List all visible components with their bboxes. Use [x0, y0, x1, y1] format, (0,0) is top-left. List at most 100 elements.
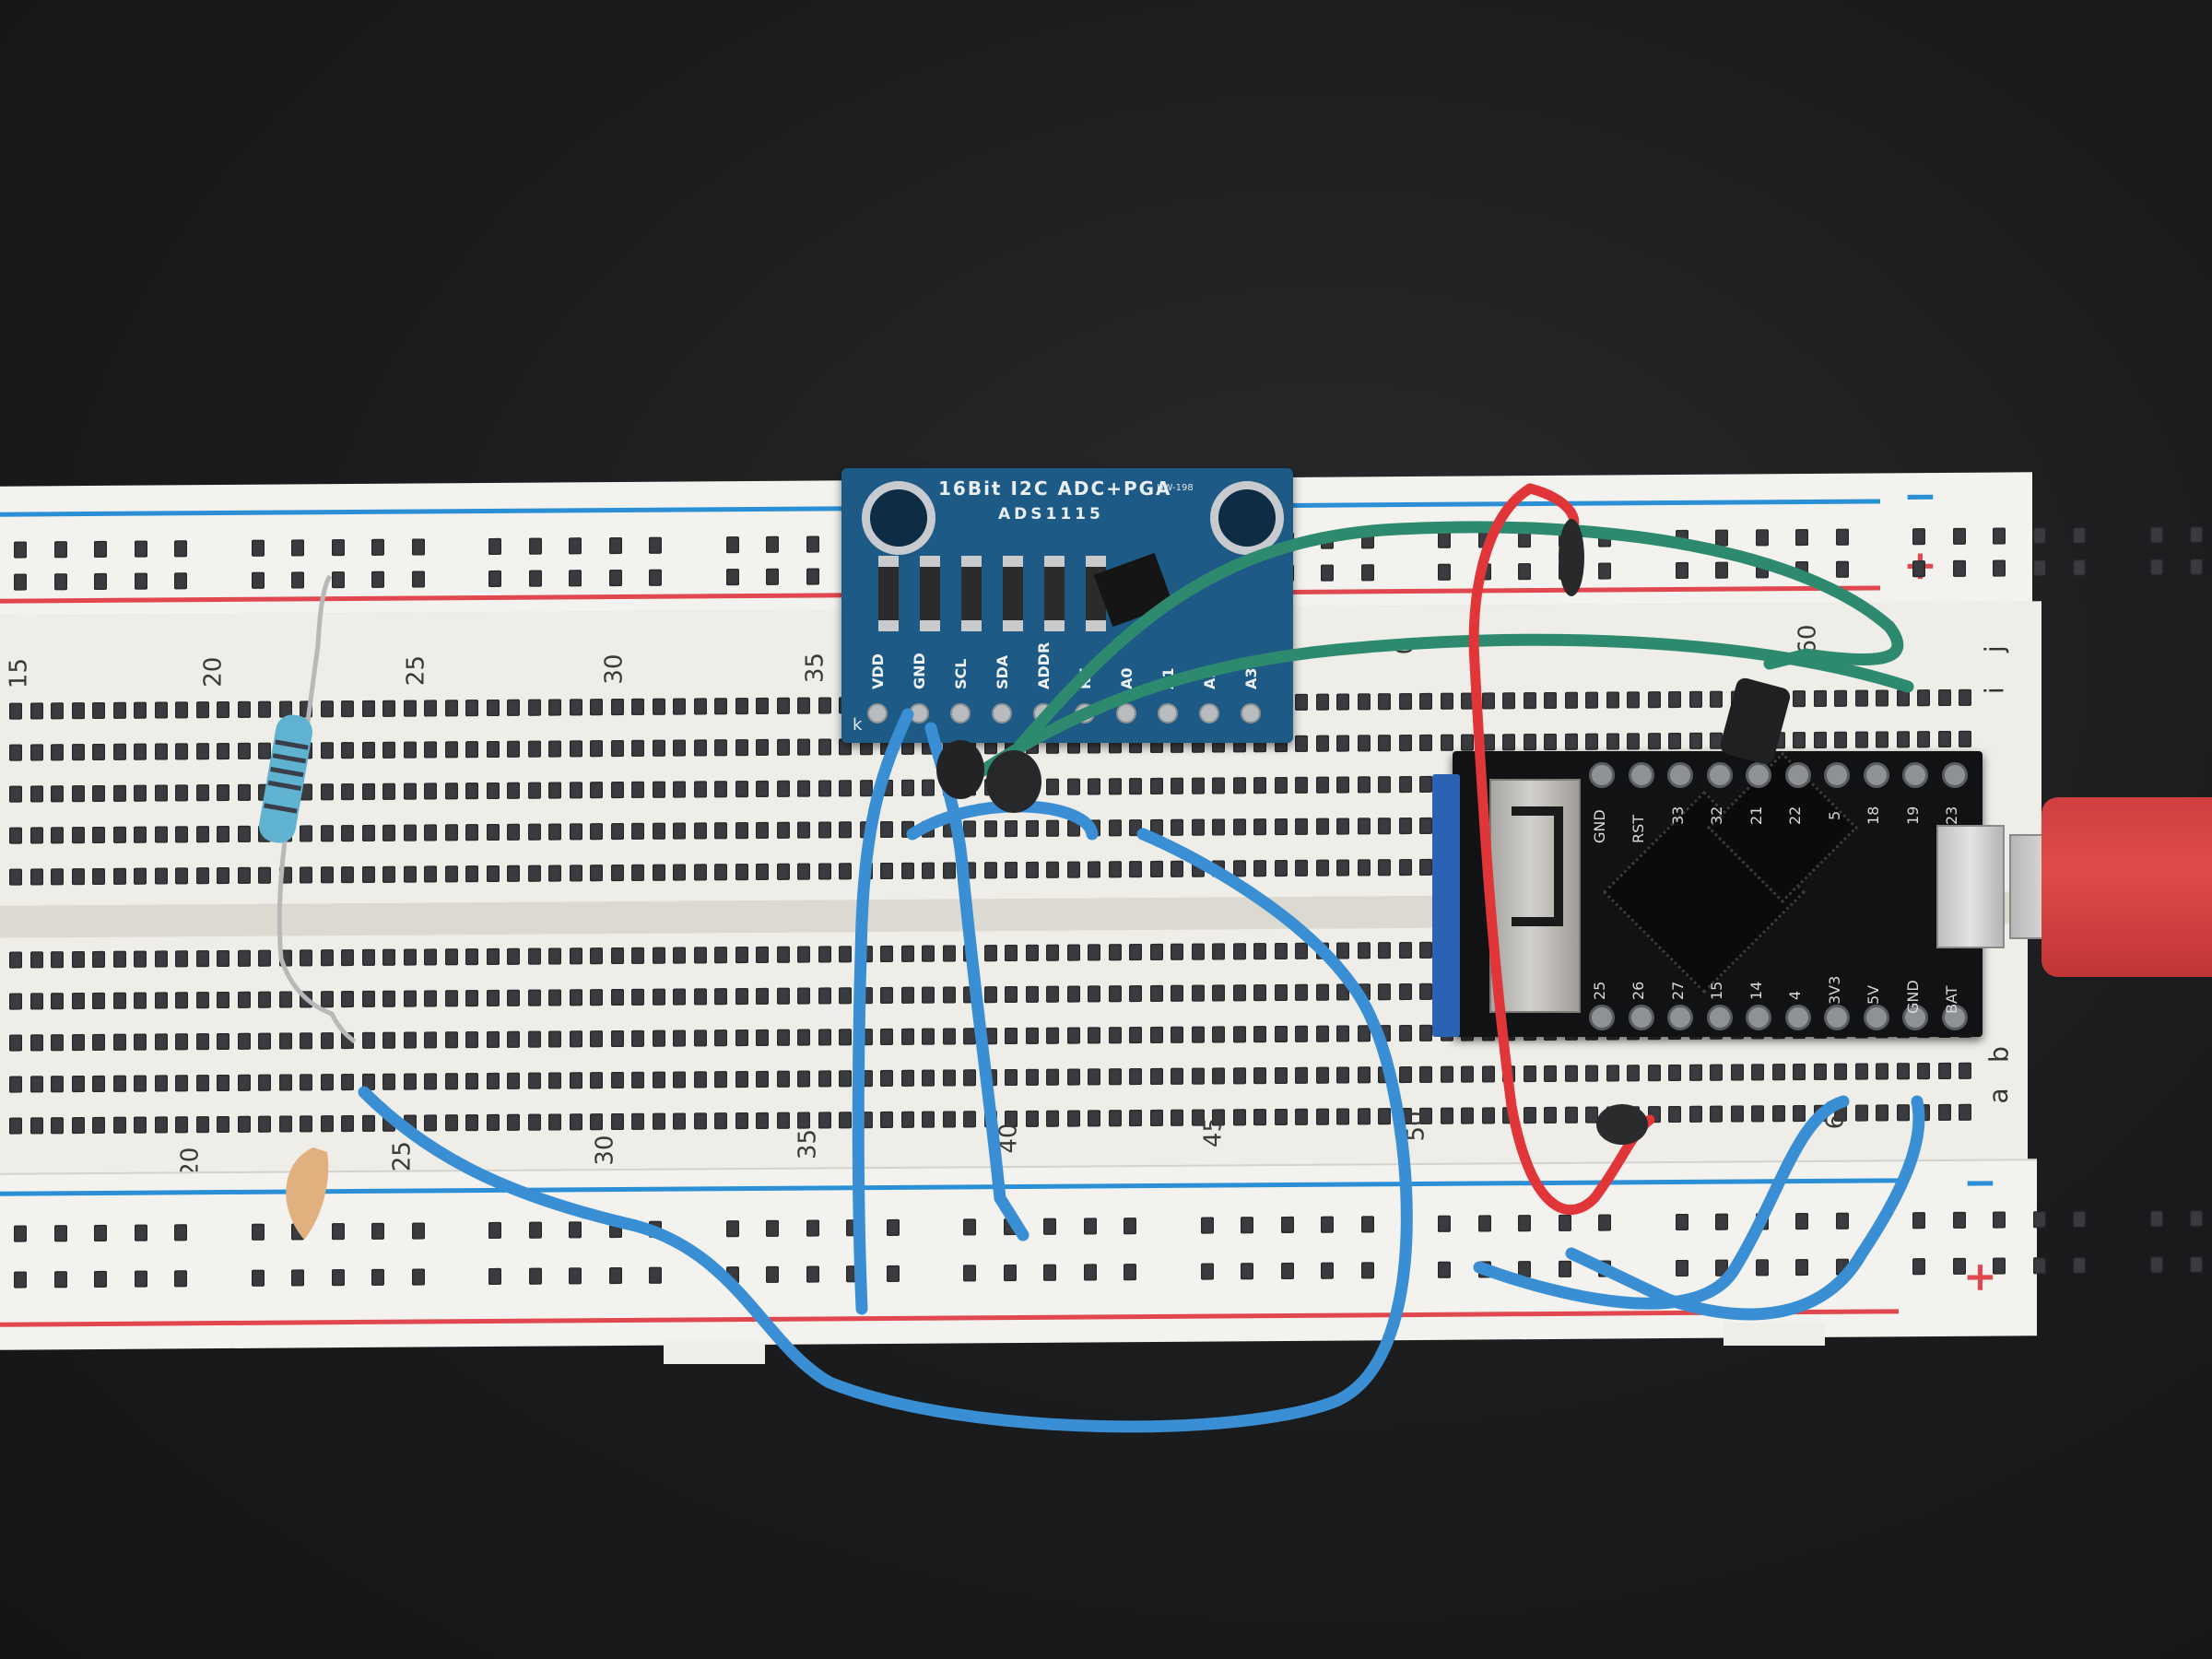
breadboard-hole: [486, 1030, 500, 1048]
breadboard-hole: [900, 986, 914, 1004]
breadboard-hole: [1295, 1066, 1308, 1084]
breadboard-hole: [2032, 559, 2046, 577]
breadboard-hole: [53, 1271, 67, 1288]
breadboard-hole: [1854, 1063, 1868, 1080]
breadboard-hole: [1523, 1065, 1536, 1083]
breadboard-hole: [237, 866, 251, 884]
breadboard-hole: [486, 740, 500, 759]
breadboard-hole: [507, 1113, 520, 1131]
breadboard-hole: [1066, 778, 1080, 795]
breadboard-hole: [1315, 776, 1329, 794]
breadboard-hole: [1129, 861, 1142, 878]
breadboard-hole: [1212, 943, 1225, 960]
breadboard-hole: [1751, 1105, 1764, 1123]
breadboard-hole: [1043, 1264, 1056, 1281]
pin-label-a2: A2: [1201, 667, 1218, 689]
breadboard-hole: [1066, 861, 1080, 878]
breadboard-hole: [1043, 1218, 1056, 1235]
breadboard-hole: [14, 541, 27, 559]
breadboard-hole: [797, 863, 810, 880]
breadboard-hole: [818, 1112, 831, 1129]
breadboard-hole: [1253, 777, 1266, 794]
breadboard-hole: [839, 863, 852, 880]
breadboard-hole: [403, 1114, 417, 1132]
esp-pin-label: 3V3: [1826, 975, 1843, 1005]
breadboard-hole: [1952, 527, 1966, 545]
breadboard-hole: [1253, 1026, 1266, 1043]
breadboard-hole: [175, 992, 188, 1009]
row-number: 40: [994, 1123, 1023, 1154]
breadboard-hole: [134, 572, 147, 590]
breadboard-hole: [1191, 777, 1205, 794]
breadboard-hole: [1518, 1261, 1531, 1278]
breadboard-hole: [1606, 1065, 1619, 1082]
breadboard-hole: [1108, 1110, 1122, 1127]
breadboard-hole: [1959, 1062, 1971, 1079]
breadboard-hole: [610, 699, 624, 716]
breadboard-hole: [112, 826, 126, 843]
breadboard-hole: [1212, 777, 1225, 794]
breadboard-hole: [300, 949, 312, 967]
breadboard-hole: [1129, 1110, 1142, 1127]
breadboard-hole: [652, 739, 665, 757]
breadboard-hole: [1502, 692, 1515, 710]
breadboard-hole: [1710, 690, 1723, 708]
breadboard-hole: [465, 990, 478, 1007]
breadboard-hole: [361, 782, 375, 800]
breadboard-hole: [300, 742, 312, 759]
breadboard-hole: [1795, 1259, 1808, 1277]
pin-pad: [1033, 703, 1053, 724]
breadboard-hole: [610, 823, 624, 841]
breadboard-hole: [1730, 1064, 1744, 1081]
breadboard-hole: [1378, 1066, 1391, 1084]
breadboard-hole: [1912, 1258, 1925, 1276]
breadboard-hole: [776, 738, 790, 756]
breadboard-hole: [403, 824, 417, 841]
breadboard-hole: [175, 701, 188, 719]
breadboard-hole: [1149, 860, 1163, 878]
breadboard-hole: [1715, 1259, 1728, 1277]
breadboard-hole: [1274, 1108, 1288, 1126]
breadboard-hole: [424, 1031, 437, 1049]
breadboard-hole: [1003, 1218, 1017, 1236]
row-number: 35: [794, 1128, 822, 1160]
breadboard-hole: [1171, 818, 1183, 836]
breadboard-hole: [1378, 983, 1391, 1001]
breadboard-hole: [320, 1032, 334, 1050]
breadboard-hole: [1360, 532, 1374, 549]
breadboard-hole: [1295, 693, 1308, 711]
breadboard-hole: [527, 823, 541, 841]
breadboard-hole: [424, 824, 437, 841]
breadboard-hole: [1917, 1104, 1930, 1122]
breadboard-hole: [569, 1267, 582, 1285]
breadboard-hole: [154, 1033, 168, 1051]
breadboard-hole: [528, 537, 542, 555]
breadboard-hole: [942, 820, 956, 838]
breadboard-hole: [154, 1075, 168, 1092]
breadboard-hole: [403, 782, 417, 800]
breadboard-hole: [51, 868, 64, 886]
esp-header-pin: [1941, 762, 1968, 788]
esp-pin-label: GND: [1904, 980, 1922, 1014]
breadboard-hole: [735, 739, 748, 757]
breadboard-hole: [1398, 941, 1412, 959]
breadboard-hole: [846, 1265, 859, 1283]
breadboard-hole: [1046, 778, 1059, 795]
breadboard-hole: [320, 1074, 334, 1091]
breadboard-hole: [1336, 818, 1349, 835]
breadboard-hole: [1937, 1103, 1951, 1122]
breadboard-hole: [756, 697, 769, 715]
breadboard-hole: [1502, 1107, 1515, 1124]
breadboard-hole: [237, 783, 251, 801]
breadboard-hole: [1440, 1107, 1453, 1124]
breadboard-hole: [195, 1075, 209, 1092]
breadboard-hole: [631, 739, 644, 757]
breadboard-hole: [1212, 984, 1225, 1002]
breadboard-hole: [341, 1031, 354, 1050]
breadboard-hole: [590, 1030, 603, 1048]
pin-label-rt: RT: [1077, 668, 1094, 689]
breadboard-hole: [880, 1028, 893, 1046]
breadboard-hole: [195, 784, 209, 802]
breadboard-hole: [1730, 690, 1744, 708]
breadboard-hole: [818, 946, 831, 963]
